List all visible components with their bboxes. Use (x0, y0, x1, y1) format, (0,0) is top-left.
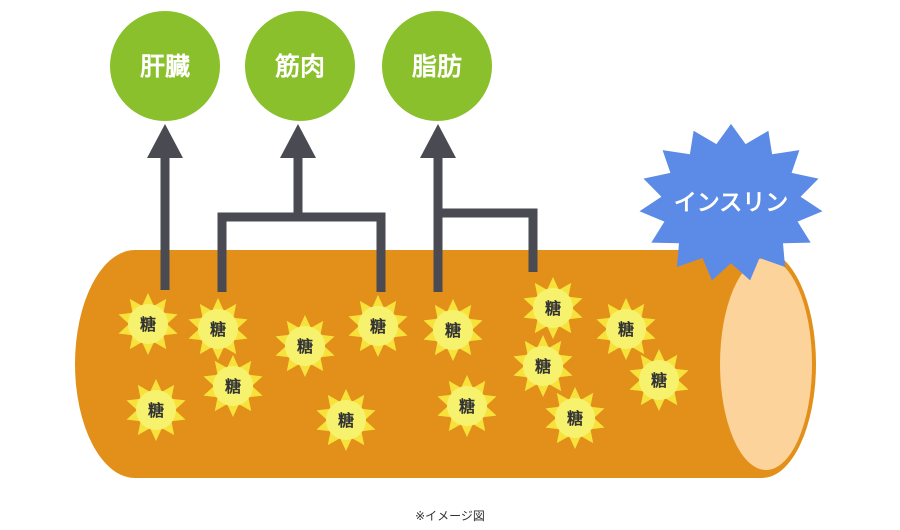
sugar-core (523, 346, 563, 386)
sugar-label: 糖 (370, 317, 386, 336)
sugar-particle: 糖 (523, 277, 583, 339)
sugar-particle: 糖 (348, 295, 408, 357)
sugar-particle: 糖 (596, 298, 656, 360)
sugar-particle: 糖 (203, 355, 263, 417)
blood-vessel-opening-inner (720, 258, 812, 470)
destination-fat-circle (382, 11, 492, 121)
sugar-label: 糖 (297, 337, 313, 356)
sugar-label: 糖 (535, 357, 551, 376)
sugar-particle: 糖 (188, 298, 248, 360)
insulin-burst: インスリン (639, 123, 823, 281)
sugar-core (433, 310, 473, 350)
sugar-core (136, 390, 176, 430)
sugar-particle: 糖 (545, 387, 605, 449)
sugar-particle: 糖 (316, 389, 376, 451)
insulin-label: インスリン (674, 190, 789, 216)
destination-liver-label: 肝臓 (140, 52, 190, 81)
destination-liver: 肝臓 (110, 11, 220, 121)
sugar-label: 糖 (338, 411, 354, 430)
sugar-particle: 糖 (118, 293, 178, 355)
insulin-starburst-shape (639, 123, 823, 281)
sugar-label: 糖 (459, 397, 475, 416)
sugar-core (358, 306, 398, 346)
arrow-head-muscle (280, 124, 316, 158)
sugar-label: 糖 (210, 320, 226, 339)
destination-liver-circle (110, 11, 220, 121)
flow-arrows (160, 150, 538, 292)
sugar-label: 糖 (567, 409, 583, 428)
sugar-core (606, 309, 646, 349)
sugar-core (447, 386, 487, 426)
sugar-label: 糖 (651, 371, 667, 390)
sugar-label: 糖 (140, 315, 156, 334)
sugar-particle: 糖 (423, 299, 483, 361)
sugar-core (213, 366, 253, 406)
destination-fat-label: 脂肪 (412, 52, 462, 81)
arrow-head-fat (420, 124, 456, 158)
sugar-core (285, 326, 325, 366)
sugar-core (533, 288, 573, 328)
image-caption: ※イメージ図 (415, 509, 485, 523)
arrow-to-fat-connector (433, 208, 538, 292)
sugar-core (326, 400, 366, 440)
sugar-particle: 糖 (275, 315, 335, 377)
sugar-label: 糖 (545, 299, 561, 318)
sugar-particle: 糖 (513, 335, 573, 397)
sugar-core (555, 398, 595, 438)
sugar-particle: 糖 (126, 379, 186, 441)
blood-vessel (75, 250, 816, 478)
arrow-heads (147, 124, 456, 158)
sugar-label: 糖 (225, 377, 241, 396)
sugar-label: 糖 (445, 321, 461, 340)
sugar-core (198, 309, 238, 349)
destination-muscle-circle (245, 11, 355, 121)
sugar-label: 糖 (148, 401, 164, 420)
destination-muscle-label: 筋肉 (275, 52, 325, 81)
sugar-core (128, 304, 168, 344)
sugar-label: 糖 (618, 320, 634, 339)
destination-fat: 脂肪 (382, 11, 492, 121)
sugar-core (639, 360, 679, 400)
sugar-particle: 糖 (437, 375, 497, 437)
arrow-head-liver (147, 124, 183, 158)
sugar-particles: 糖糖糖糖糖糖糖糖糖糖糖糖糖糖 (118, 277, 689, 451)
destination-muscle: 筋肉 (245, 11, 355, 121)
sugar-particle: 糖 (629, 349, 689, 411)
